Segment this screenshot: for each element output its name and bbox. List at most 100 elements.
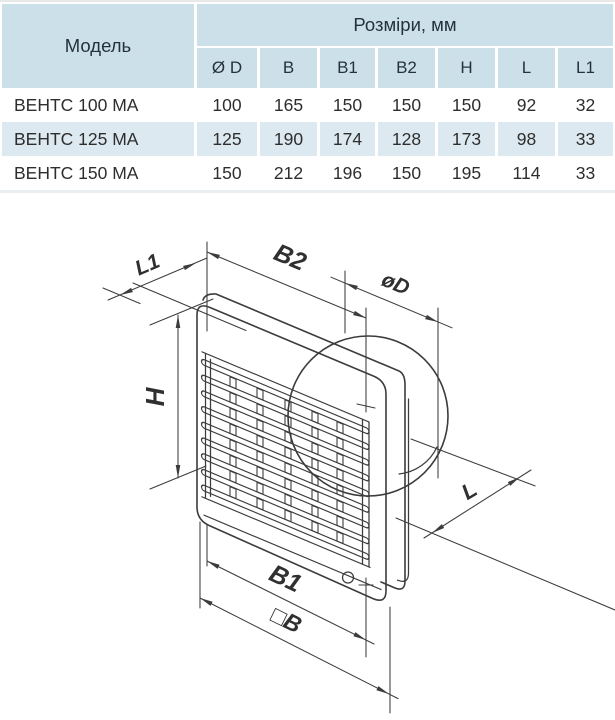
grille-mullion-tab xyxy=(229,454,237,468)
back-plate-outline xyxy=(202,293,406,590)
grille-mullion-tab xyxy=(284,477,292,491)
grille-mullion-tab xyxy=(229,439,237,453)
b2-extension-tick xyxy=(356,403,376,409)
arrowhead xyxy=(425,314,438,322)
grille-mullion-tab xyxy=(256,434,264,448)
duct-tube-arc xyxy=(398,446,438,475)
grille-mullion-tab xyxy=(311,457,319,471)
grille-mullion-tab xyxy=(311,504,319,518)
arrowhead xyxy=(207,561,220,569)
arrowhead xyxy=(353,632,366,640)
grille-mullion-tab xyxy=(256,450,264,464)
grille-mullion-tab xyxy=(284,446,292,460)
l-dimension-label: L xyxy=(457,476,481,504)
col-header-d: Ø D xyxy=(197,48,257,88)
table-header-model: Модель xyxy=(2,4,194,88)
grille-mullion-tab xyxy=(311,410,319,424)
louver-grille xyxy=(200,351,382,591)
grille-mullion-tab xyxy=(311,426,319,440)
arrowhead xyxy=(120,287,133,295)
value-l: 98 xyxy=(498,122,555,156)
panel-bottom-inner-line xyxy=(203,514,382,591)
value-h: 195 xyxy=(451,163,482,183)
value-l: 92 xyxy=(516,95,537,115)
value-b1: 196 xyxy=(332,163,363,183)
grille-mullion-tab xyxy=(284,430,292,444)
h-extension-top xyxy=(149,298,214,326)
grille-mullion-tab xyxy=(229,423,237,437)
value-h: 173 xyxy=(438,122,495,156)
arrowhead xyxy=(507,477,520,486)
col-header-b: B xyxy=(260,48,317,88)
l-extension-top xyxy=(410,438,536,487)
arrowhead xyxy=(345,283,358,291)
l1-dimension-label: L1 xyxy=(132,250,164,281)
arrowhead xyxy=(207,252,220,260)
col-header-l1: L1 xyxy=(558,48,613,88)
col-header-h: H xyxy=(438,48,495,88)
grille-mullion-tab xyxy=(311,473,319,487)
front-panel-outline xyxy=(196,305,387,601)
arrowhead xyxy=(432,524,445,533)
value-l1: 33 xyxy=(575,163,596,183)
arrowhead xyxy=(175,315,181,328)
grille-mullion-tab xyxy=(284,509,292,523)
grille-mullion-tab xyxy=(256,497,264,511)
grille-mullion-tab xyxy=(229,470,237,484)
grille-mullion-tab xyxy=(284,493,292,507)
value-b2: 150 xyxy=(391,163,422,183)
grille-mullion-tab xyxy=(256,481,264,495)
b2-dimension-label: B2 xyxy=(270,239,310,277)
b2-dimension-line xyxy=(206,251,367,319)
grille-mullion-tab xyxy=(256,387,264,401)
value-l1: 32 xyxy=(575,95,596,115)
table-header-dimensions: Розміри, мм xyxy=(197,4,613,46)
dims-header-label: Розміри, мм xyxy=(353,14,457,35)
grille-mullion-tab xyxy=(336,483,344,498)
l1-extension-back xyxy=(132,282,247,332)
col-header-b1: B1 xyxy=(320,48,375,88)
value-l: 114 xyxy=(512,163,541,183)
arrowhead xyxy=(376,686,389,694)
grille-mullion-tab xyxy=(229,486,237,500)
value-l1: 33 xyxy=(558,122,613,156)
value-b: 212 xyxy=(273,163,304,183)
grille-mullion-tab xyxy=(336,499,344,513)
model-header-label: Модель xyxy=(64,35,132,56)
l1-extension-front xyxy=(102,287,141,305)
table-row: ВЕНТС 100 МА 100 165 150 150 150 92 32 xyxy=(2,88,613,122)
arrowhead xyxy=(200,598,213,606)
grille-mullion-tab xyxy=(284,462,292,476)
grille-mullion-tab xyxy=(336,468,344,482)
l-extension-bottom xyxy=(395,517,615,611)
col-header-b2: B2 xyxy=(378,48,435,88)
d-dimension-label: øD xyxy=(378,268,413,300)
value-d: 150 xyxy=(212,163,242,183)
grille-mullion-tab xyxy=(284,399,292,413)
grille-mullion-tab xyxy=(229,407,237,421)
grille-mullion-tab xyxy=(229,391,237,406)
value-b1: 174 xyxy=(320,122,375,156)
model-name: ВЕНТС 125 МА xyxy=(2,122,194,156)
arrowhead xyxy=(175,465,181,478)
grille-mullion-tab xyxy=(256,466,264,480)
grille-mullion-tab xyxy=(284,415,292,429)
grille-frame-bottom xyxy=(201,496,371,569)
table-row: ВЕНТС 125 МА 125 190 174 128 173 98 33 xyxy=(2,122,613,156)
fan-dimension-diagram: H L1 B2 øD L B1 □B xyxy=(102,239,615,714)
value-d: 125 xyxy=(197,122,257,156)
value-b2: 128 xyxy=(378,122,435,156)
value-b1: 150 xyxy=(332,95,363,115)
grille-mullion-tab xyxy=(336,515,344,529)
grille-mullion-tab xyxy=(336,421,344,435)
arrowhead xyxy=(353,310,366,318)
value-b: 190 xyxy=(260,122,317,156)
grille-mullion-tab xyxy=(311,489,319,503)
grille-mullion-tab xyxy=(336,531,344,545)
model-name: ВЕНТС 150 МА xyxy=(14,163,139,183)
value-h: 150 xyxy=(451,95,482,115)
value-d: 100 xyxy=(212,95,242,115)
table-top-divider xyxy=(0,0,615,2)
b1-dimension-line xyxy=(206,560,375,645)
